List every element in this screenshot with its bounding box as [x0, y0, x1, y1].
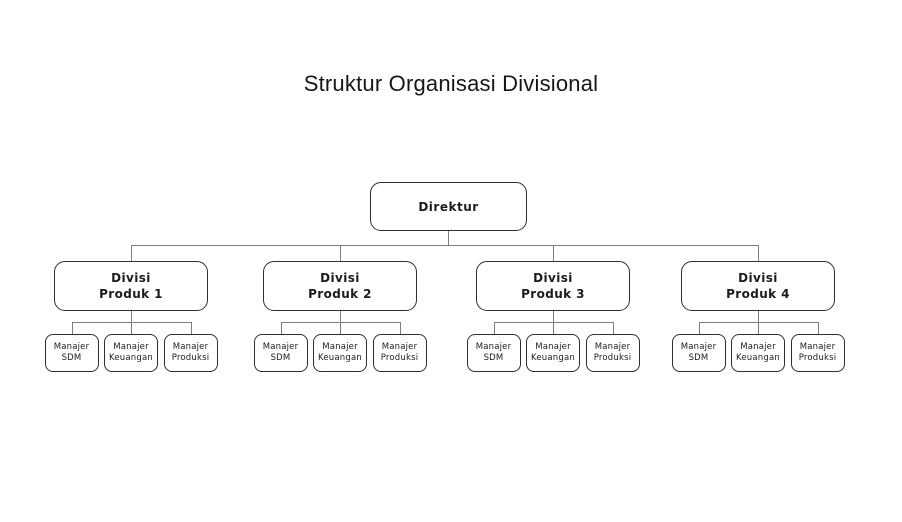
- node-manager-keuangan-4: Manajer Keuangan: [731, 334, 785, 372]
- node-division-1: Divisi Produk 1: [54, 261, 208, 311]
- node-label: Produksi: [593, 353, 632, 363]
- node-manager-sdm-1: Manajer SDM: [44, 334, 99, 372]
- node-label: SDM: [688, 353, 709, 363]
- node-division-4: Divisi Produk 4: [681, 261, 835, 311]
- connector-division2-stem: [340, 311, 341, 322]
- node-label: Manajer: [535, 342, 571, 352]
- node-manager-sdm-4: Manajer SDM: [671, 334, 726, 372]
- node-label: Manajer: [172, 342, 209, 352]
- node-label: Divisi: [533, 271, 573, 285]
- node-label: SDM: [483, 353, 504, 363]
- node-label: Manajer: [381, 342, 418, 352]
- node-manager-produksi-4: Manajer Produksi: [790, 334, 845, 372]
- node-label: Manajer: [594, 342, 631, 352]
- node-label: Produk 3: [521, 287, 585, 301]
- node-label: Produk 2: [308, 287, 372, 301]
- node-label: Produksi: [380, 353, 419, 363]
- connector-division4-stem: [758, 311, 759, 322]
- node-label: Produk 1: [99, 287, 163, 301]
- node-label: Keuangan: [109, 353, 153, 363]
- connector-root-stem: [448, 231, 449, 245]
- connector-drop-division-2: [340, 245, 341, 261]
- node-label: Manajer: [740, 342, 776, 352]
- node-manager-produksi-2: Manajer Produksi: [372, 334, 427, 372]
- connector-drop-manager: [612, 322, 614, 334]
- node-label: Produksi: [171, 353, 210, 363]
- node-division-2: Divisi Produk 2: [263, 261, 417, 311]
- chart-title: Struktur Organisasi Divisional: [303, 71, 599, 96]
- connector-drop-manager: [280, 322, 282, 334]
- connector-drop-manager: [553, 322, 554, 334]
- node-label: Keuangan: [318, 353, 362, 363]
- connector-drop-manager: [131, 322, 132, 334]
- node-label: Manajer: [799, 342, 836, 352]
- node-manager-produksi-3: Manajer Produksi: [585, 334, 640, 372]
- node-label: Divisi: [738, 271, 778, 285]
- connector-drop-manager: [698, 322, 700, 334]
- node-label: Manajer: [53, 342, 90, 352]
- node-label: SDM: [270, 353, 291, 363]
- connector-drop-division-4: [758, 245, 759, 261]
- connector-drop-manager: [758, 322, 759, 334]
- connector-drop-division-1: [131, 245, 132, 261]
- node-manager-keuangan-3: Manajer Keuangan: [526, 334, 580, 372]
- node-label: Divisi: [320, 271, 360, 285]
- connector-drop-manager: [493, 322, 495, 334]
- node-manager-keuangan-2: Manajer Keuangan: [313, 334, 367, 372]
- connector-drop-manager: [817, 322, 819, 334]
- connector-division1-stem: [131, 311, 132, 322]
- node-manager-sdm-2: Manajer SDM: [253, 334, 308, 372]
- node-label: Keuangan: [736, 353, 780, 363]
- connector-drop-manager: [190, 322, 192, 334]
- connector-drop-manager: [71, 322, 73, 334]
- node-manager-sdm-3: Manajer SDM: [466, 334, 521, 372]
- node-label: Produk 4: [726, 287, 790, 301]
- node-label: Keuangan: [531, 353, 575, 363]
- node-label: Manajer: [113, 342, 149, 352]
- node-division-3: Divisi Produk 3: [476, 261, 630, 311]
- node-label: Direktur: [418, 199, 479, 214]
- node-direktur: Direktur: [370, 182, 527, 231]
- node-manager-produksi-1: Manajer Produksi: [163, 334, 218, 372]
- node-label: Manajer: [680, 342, 717, 352]
- connector-drop-division-3: [553, 245, 554, 261]
- node-label: Manajer: [322, 342, 358, 352]
- node-label: Produksi: [798, 353, 837, 363]
- connector-root-span: [131, 245, 759, 246]
- connector-drop-manager: [340, 322, 341, 334]
- node-label: SDM: [61, 353, 82, 363]
- node-label: Divisi: [111, 271, 151, 285]
- node-label: Manajer: [475, 342, 512, 352]
- node-manager-keuangan-1: Manajer Keuangan: [104, 334, 158, 372]
- node-label: Manajer: [262, 342, 299, 352]
- connector-drop-manager: [399, 322, 401, 334]
- connector-division3-stem: [553, 311, 554, 322]
